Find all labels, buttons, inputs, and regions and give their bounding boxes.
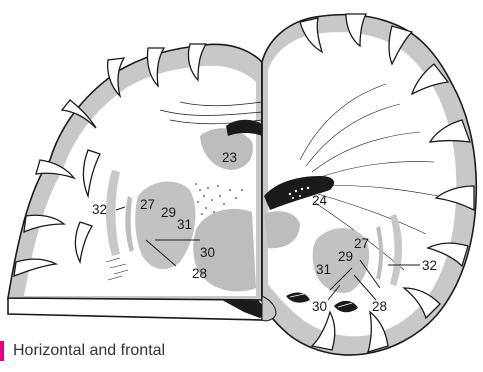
slab-front-face	[8, 298, 262, 320]
label-28-right: 28	[372, 299, 387, 314]
caption-accent-bar	[0, 341, 4, 361]
label-23: 23	[222, 150, 237, 165]
horizontal-section	[8, 44, 268, 320]
label-24: 24	[312, 193, 328, 208]
label-31-right: 31	[316, 262, 331, 277]
label-30-left: 30	[200, 245, 215, 260]
label-31-left: 31	[177, 217, 192, 232]
figure-caption: Horizontal and frontal	[0, 337, 165, 365]
frontal-section	[262, 14, 476, 355]
label-29-right: 29	[338, 249, 353, 264]
label-32-right: 32	[422, 258, 437, 273]
label-29-left: 29	[161, 205, 176, 220]
label-32-left: 32	[92, 202, 107, 217]
label-28-left: 28	[192, 266, 207, 281]
label-30-right: 30	[312, 299, 327, 314]
label-27-left: 27	[140, 197, 155, 212]
caption-text: Horizontal and frontal	[13, 342, 165, 360]
label-27-right: 27	[354, 236, 369, 251]
